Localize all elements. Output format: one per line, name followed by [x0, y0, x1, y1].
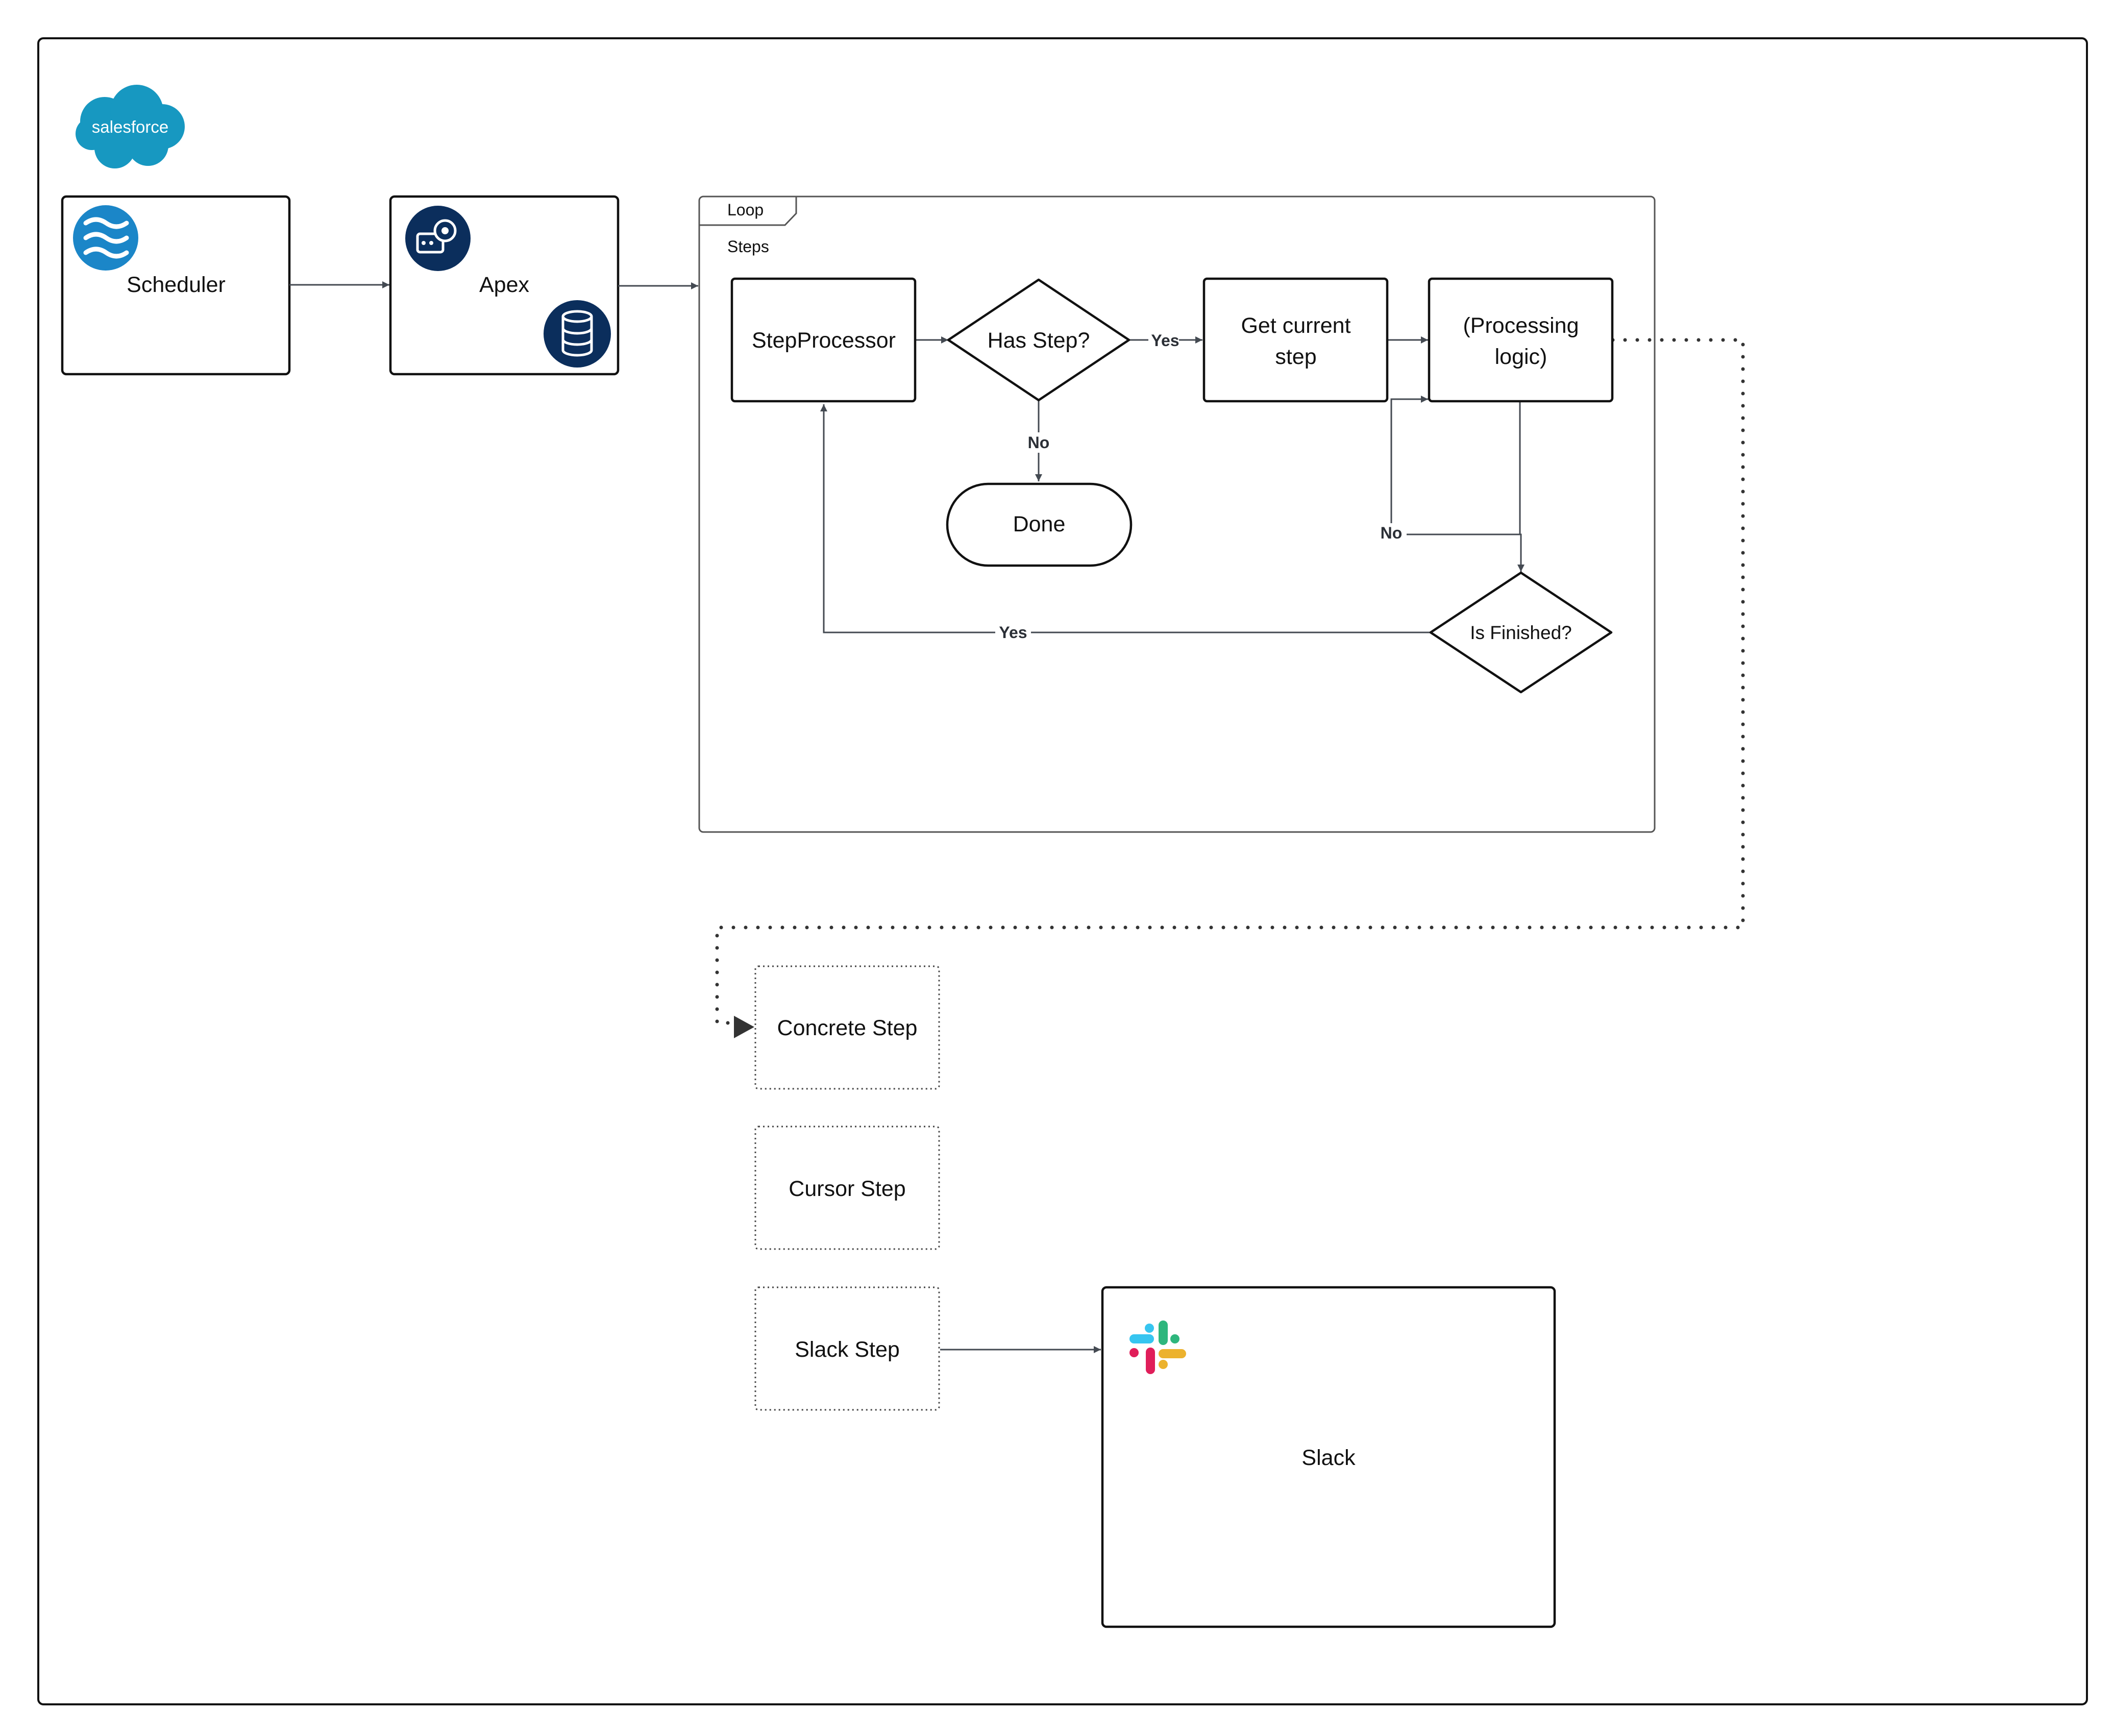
gear-code-icon — [405, 206, 471, 271]
processinglogic-label-line1: (Processing — [1463, 313, 1579, 338]
slack-node[interactable]: Slack — [1101, 1286, 1556, 1628]
concretestep-label: Concrete Step — [777, 1016, 918, 1040]
isfinished-label: Is Finished? — [1470, 622, 1572, 643]
hasstep-label: Has Step? — [988, 328, 1090, 353]
getcurrentstep-label-line2: step — [1275, 345, 1316, 369]
loop-tab-label: Loop — [727, 201, 764, 219]
slackstep-node[interactable]: Slack Step — [754, 1286, 940, 1411]
hasstep-decision[interactable]: Has Step? — [947, 278, 1130, 402]
slack-logo-icon — [1129, 1321, 1186, 1374]
edge-label-hasstep-yes: Yes — [1148, 329, 1179, 350]
edge-processing-concrete-arrowhead — [734, 1016, 754, 1038]
apex-label: Apex — [479, 273, 530, 297]
loop-frame: Loop Steps — [698, 195, 1656, 833]
apex-node[interactable]: Apex — [389, 195, 620, 376]
scheduler-waves-icon — [73, 205, 138, 271]
edge-isfinished-no-loopback — [1390, 396, 1521, 535]
edge-processing-concrete-dotted — [715, 338, 1745, 1025]
done-label: Done — [1013, 512, 1066, 536]
scheduler-label: Scheduler — [127, 273, 226, 297]
getcurrentstep-node[interactable]: Get current step — [1202, 277, 1389, 403]
salesforce-cloud-logo — [76, 85, 185, 168]
processinglogic-label-line2: logic) — [1495, 345, 1547, 369]
stepprocessor-node[interactable]: StepProcessor — [730, 277, 917, 403]
edge-label-isfinished-no: No — [1376, 523, 1407, 544]
svg-text:No: No — [1381, 524, 1403, 542]
cursorstep-label: Cursor Step — [789, 1177, 905, 1201]
edge-label-hasstep-no: No — [1023, 432, 1054, 453]
processinglogic-node[interactable]: (Processing logic) — [1428, 277, 1614, 403]
salesforce-logo-text: salesforce — [92, 117, 168, 136]
loop-frame-title: Steps — [727, 237, 769, 256]
edge-isfinished-yes-stepprocessor — [820, 404, 1431, 633]
svg-text:Yes: Yes — [1151, 331, 1179, 350]
concretestep-node[interactable]: Concrete Step — [754, 965, 940, 1090]
isfinished-decision[interactable]: Is Finished? — [1429, 571, 1613, 694]
slackstep-label: Slack Step — [795, 1337, 900, 1362]
stepprocessor-label: StepProcessor — [752, 328, 896, 353]
database-icon — [544, 300, 611, 368]
done-terminator[interactable]: Done — [946, 482, 1133, 567]
scheduler-node[interactable]: Scheduler — [61, 195, 291, 376]
getcurrentstep-label-line1: Get current — [1241, 313, 1350, 338]
cursorstep-node[interactable]: Cursor Step — [754, 1126, 940, 1250]
svg-text:No: No — [1028, 433, 1050, 452]
svg-text:Yes: Yes — [999, 623, 1027, 642]
slack-label: Slack — [1301, 1446, 1356, 1470]
salesforce-logo: salesforce — [76, 85, 185, 168]
edge-label-isfinished-yes: Yes — [995, 622, 1031, 643]
